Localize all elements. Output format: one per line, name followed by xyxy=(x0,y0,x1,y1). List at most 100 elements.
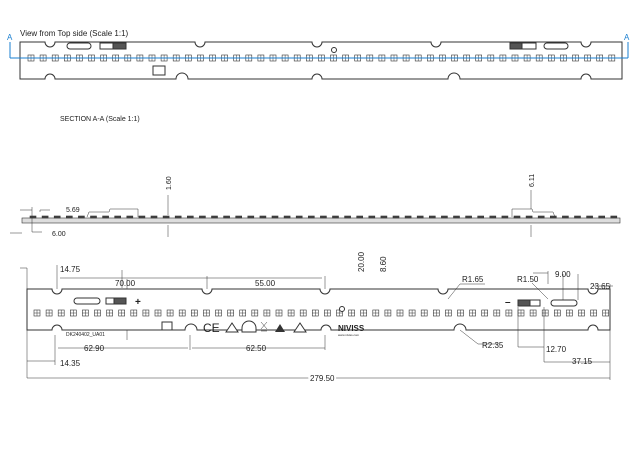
led-cross xyxy=(542,310,549,316)
led xyxy=(537,215,545,219)
dim-slot-offset: 23.65 xyxy=(590,282,611,291)
led-cross xyxy=(251,310,258,316)
led-cross xyxy=(155,310,161,316)
led xyxy=(53,215,61,219)
bottom-view: + – DK240402_UA01 CE NIVISS www.niviss.c… xyxy=(20,251,613,385)
led xyxy=(259,215,267,219)
warning-icon xyxy=(225,322,239,333)
component xyxy=(152,65,166,76)
led-cross xyxy=(263,310,270,316)
led-cross xyxy=(469,310,476,316)
led xyxy=(126,215,134,219)
led xyxy=(90,215,97,219)
minus-label: – xyxy=(505,297,511,308)
led-cross xyxy=(348,310,355,316)
led-cross xyxy=(46,310,53,316)
led xyxy=(404,215,412,219)
led xyxy=(114,215,121,219)
weee-bin-icon xyxy=(260,321,268,332)
led-cross xyxy=(142,310,149,316)
led-cross xyxy=(276,310,282,316)
led xyxy=(174,215,182,219)
led xyxy=(66,215,73,219)
connector xyxy=(99,42,115,50)
led-cross xyxy=(421,310,428,316)
led-cross xyxy=(312,310,319,316)
hot-surface-icon xyxy=(293,322,307,333)
led-cross xyxy=(433,310,440,316)
dim-conn-12-70: 12.70 xyxy=(546,345,567,354)
led-cross xyxy=(397,310,403,316)
dim-r-top: R1.65 xyxy=(462,275,484,284)
led xyxy=(562,215,569,219)
connector xyxy=(521,42,537,50)
led-cross xyxy=(590,310,597,316)
component xyxy=(161,321,173,331)
led-cross xyxy=(518,310,524,316)
led xyxy=(428,215,436,219)
led-cross xyxy=(481,310,488,316)
led-cross xyxy=(372,310,379,316)
led xyxy=(586,215,593,219)
connector xyxy=(509,42,524,50)
led xyxy=(525,215,533,219)
dim-pitch-55: 55.00 xyxy=(255,279,276,288)
ce-mark: CE xyxy=(203,321,220,335)
led xyxy=(162,215,170,219)
led xyxy=(283,215,291,219)
led-cross xyxy=(505,310,512,316)
led xyxy=(223,215,230,219)
led xyxy=(150,215,158,219)
led-cross xyxy=(457,310,464,316)
led-cross xyxy=(94,310,101,316)
bottom-view-board xyxy=(26,288,611,331)
fiducial xyxy=(339,306,345,312)
dim-conn-37-15: 37.15 xyxy=(572,357,593,366)
dim-thickness: 1.60 xyxy=(166,176,173,190)
part-number: DK240402_UA01 xyxy=(66,332,105,338)
led xyxy=(513,215,521,219)
dim-pitch-62-90: 62.90 xyxy=(84,344,105,353)
mounting-slot xyxy=(543,42,569,50)
led-cross xyxy=(530,310,537,316)
led xyxy=(441,215,448,219)
section-led-row xyxy=(29,215,618,219)
led xyxy=(489,215,497,219)
dim-led-offset: 5.69 xyxy=(66,207,80,214)
led xyxy=(102,215,109,219)
section-board xyxy=(21,217,621,224)
led-cross xyxy=(602,310,609,316)
dim-total-length: 279.50 xyxy=(310,374,335,383)
dim-slot-length: 9.00 xyxy=(555,270,571,279)
led xyxy=(235,215,242,219)
plus-label: + xyxy=(135,297,141,308)
brand-logo: NIVISS xyxy=(338,324,365,333)
led-cross xyxy=(239,310,246,316)
mounting-slot xyxy=(66,42,92,50)
section-title: SECTION A-A (Scale 1:1) xyxy=(60,116,140,123)
top-view: View from Top side (Scale 1:1) A A xyxy=(7,29,630,80)
led xyxy=(356,215,364,219)
connector xyxy=(112,42,127,50)
led xyxy=(380,215,388,219)
led xyxy=(416,215,424,219)
led-cross xyxy=(106,310,113,316)
led xyxy=(211,215,218,219)
led-cross xyxy=(578,310,585,316)
led-cross xyxy=(58,310,65,316)
led-cross xyxy=(336,310,343,316)
connector-profile xyxy=(511,208,556,218)
bottom-led-row xyxy=(33,309,610,317)
dim-edge-offset: 6.00 xyxy=(52,231,66,238)
led-cross xyxy=(554,310,561,316)
led xyxy=(549,215,557,219)
led xyxy=(477,215,485,219)
connector xyxy=(517,299,531,307)
led xyxy=(368,215,376,219)
led-cross xyxy=(445,310,452,316)
led xyxy=(453,215,460,219)
led-cross xyxy=(70,310,77,316)
led-cross xyxy=(203,310,210,316)
led-cross xyxy=(227,310,234,316)
led xyxy=(271,215,279,219)
